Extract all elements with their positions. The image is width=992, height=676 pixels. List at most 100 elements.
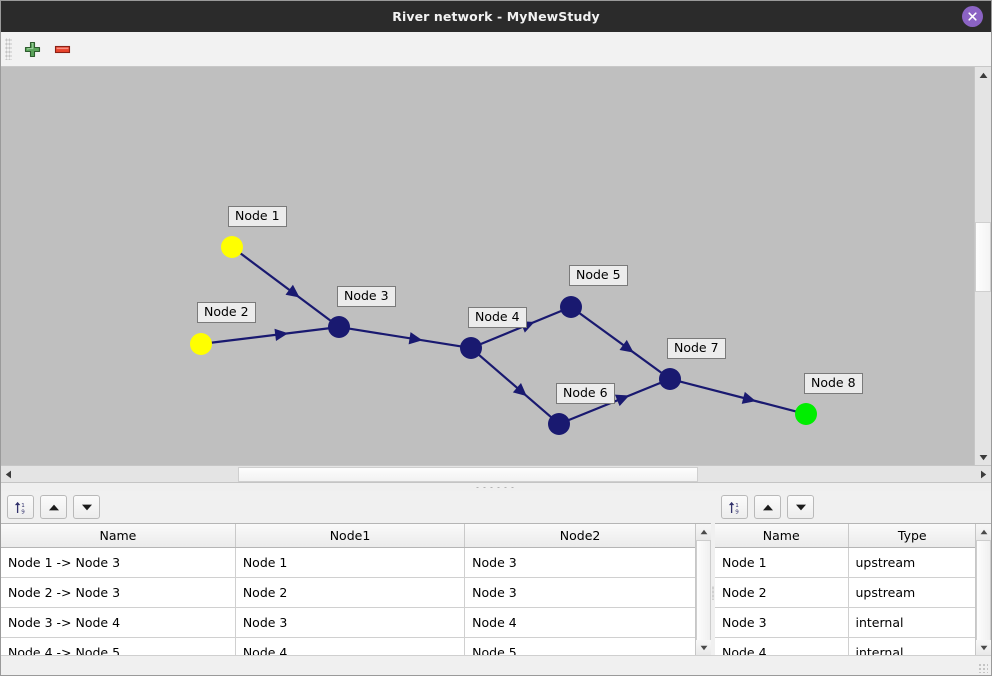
- network-graph[interactable]: [1, 67, 976, 465]
- graph-node-label[interactable]: Node 5: [569, 265, 628, 286]
- branches-vscroll-thumb[interactable]: [696, 540, 711, 644]
- graph-node[interactable]: [795, 403, 817, 425]
- main-toolbar: [1, 32, 991, 67]
- nodes-vertical-scrollbar[interactable]: [975, 524, 991, 655]
- chevron-right-icon: [981, 470, 987, 478]
- graph-edge[interactable]: [239, 252, 332, 322]
- table-cell[interactable]: upstream: [848, 577, 975, 608]
- scroll-left-button[interactable]: [1, 467, 16, 482]
- table-cell[interactable]: Node 3: [715, 607, 849, 638]
- branches-scroll-down-button[interactable]: [696, 640, 711, 655]
- scroll-down-button[interactable]: [975, 449, 991, 465]
- graph-edge[interactable]: [348, 327, 462, 348]
- scroll-right-button[interactable]: [976, 467, 991, 482]
- branches-sort-button[interactable]: 1 9: [7, 495, 34, 519]
- branches-move-down-button[interactable]: [73, 495, 100, 519]
- branches-panel: 1 9: [1, 491, 711, 655]
- canvas-vertical-scrollbar[interactable]: [974, 67, 991, 465]
- graph-edge[interactable]: [477, 353, 553, 419]
- graph-node[interactable]: [659, 368, 681, 390]
- graph-node-label[interactable]: Node 8: [804, 373, 863, 394]
- network-canvas[interactable]: Node 1 Node 2 Node 3 Node 4 Node 5 Node 6 Node…: [1, 67, 991, 465]
- table-cell[interactable]: Node 2 -> Node 3: [1, 577, 236, 608]
- nodes-col-type[interactable]: Type: [848, 524, 975, 548]
- branches-col-node1[interactable]: Node1: [235, 524, 466, 548]
- close-window-button[interactable]: [962, 6, 983, 27]
- edge-arrow-icon: [408, 332, 423, 345]
- graph-node-label[interactable]: Node 3: [337, 286, 396, 307]
- add-node-button[interactable]: [17, 35, 47, 63]
- graph-node-label[interactable]: Node 4: [468, 307, 527, 328]
- table-cell[interactable]: upstream: [848, 547, 975, 578]
- graph-node[interactable]: [221, 236, 243, 258]
- scroll-up-button[interactable]: [975, 67, 991, 83]
- canvas-horizontal-scrollbar[interactable]: [1, 465, 991, 482]
- edge-arrow-icon: [274, 328, 289, 342]
- table-cell[interactable]: Node 5: [464, 637, 695, 655]
- graph-node-label[interactable]: Node 7: [667, 338, 726, 359]
- graph-edge[interactable]: [210, 327, 330, 344]
- panes-vertical-splitter[interactable]: [711, 491, 715, 655]
- table-cell[interactable]: Node 4: [715, 637, 849, 655]
- horizontal-splitter[interactable]: [1, 482, 991, 491]
- table-cell[interactable]: Node 3 -> Node 4: [1, 607, 236, 638]
- branches-move-up-button[interactable]: [40, 495, 67, 519]
- canvas-hscroll-track[interactable]: [16, 466, 976, 482]
- table-cell[interactable]: Node 4: [464, 607, 695, 638]
- table-cell[interactable]: Node 1: [715, 547, 849, 578]
- branches-col-name[interactable]: Name: [1, 524, 236, 548]
- table-cell[interactable]: internal: [848, 607, 975, 638]
- nodes-vscroll-thumb[interactable]: [976, 540, 991, 644]
- move-up-icon: [762, 504, 773, 510]
- graph-node[interactable]: [328, 316, 350, 338]
- table-cell[interactable]: Node 1: [235, 547, 466, 578]
- graph-node-label[interactable]: Node 6: [556, 383, 615, 404]
- graph-node[interactable]: [190, 333, 212, 355]
- nodes-scroll-down-button[interactable]: [976, 640, 991, 655]
- table-cell[interactable]: internal: [848, 637, 975, 655]
- table-cell[interactable]: Node 1 -> Node 3: [1, 547, 236, 578]
- table-cell[interactable]: Node 4: [235, 637, 466, 655]
- graph-node[interactable]: [548, 413, 570, 435]
- remove-node-button[interactable]: [47, 35, 77, 63]
- branches-vertical-scrollbar[interactable]: [695, 524, 711, 655]
- graph-node-label[interactable]: Node 2: [197, 302, 256, 323]
- graph-node[interactable]: [460, 337, 482, 359]
- canvas-vscroll-thumb[interactable]: [975, 222, 991, 292]
- resize-grip[interactable]: [978, 663, 988, 673]
- graph-edge[interactable]: [679, 380, 797, 413]
- table-cell[interactable]: Node 2: [235, 577, 466, 608]
- toolbar-grip[interactable]: [5, 38, 12, 60]
- graph-node[interactable]: [560, 296, 582, 318]
- nodes-col-name[interactable]: Name: [715, 524, 849, 548]
- nodes-scroll-up-button[interactable]: [976, 524, 991, 539]
- canvas-hscroll-thumb[interactable]: [238, 466, 698, 482]
- chevron-up-icon: [979, 72, 987, 78]
- table-cell[interactable]: Node 3: [464, 577, 695, 608]
- table-cell[interactable]: Node 4 -> Node 5: [1, 637, 236, 655]
- nodes-move-down-button[interactable]: [787, 495, 814, 519]
- graph-edge[interactable]: [578, 311, 663, 375]
- table-cell[interactable]: Node 2: [715, 577, 849, 608]
- branches-scroll-up-button[interactable]: [696, 524, 711, 539]
- nodes-sort-button[interactable]: 1 9: [721, 495, 748, 519]
- nodes-move-up-button[interactable]: [754, 495, 781, 519]
- table-cell[interactable]: Node 3: [464, 547, 695, 578]
- graph-node-label[interactable]: Node 1: [228, 206, 287, 227]
- sort-icon: 1 9: [14, 501, 25, 515]
- table-cell[interactable]: Node 3: [235, 607, 466, 638]
- branches-col-node2[interactable]: Node2: [464, 524, 695, 548]
- chevron-down-icon: [700, 645, 707, 650]
